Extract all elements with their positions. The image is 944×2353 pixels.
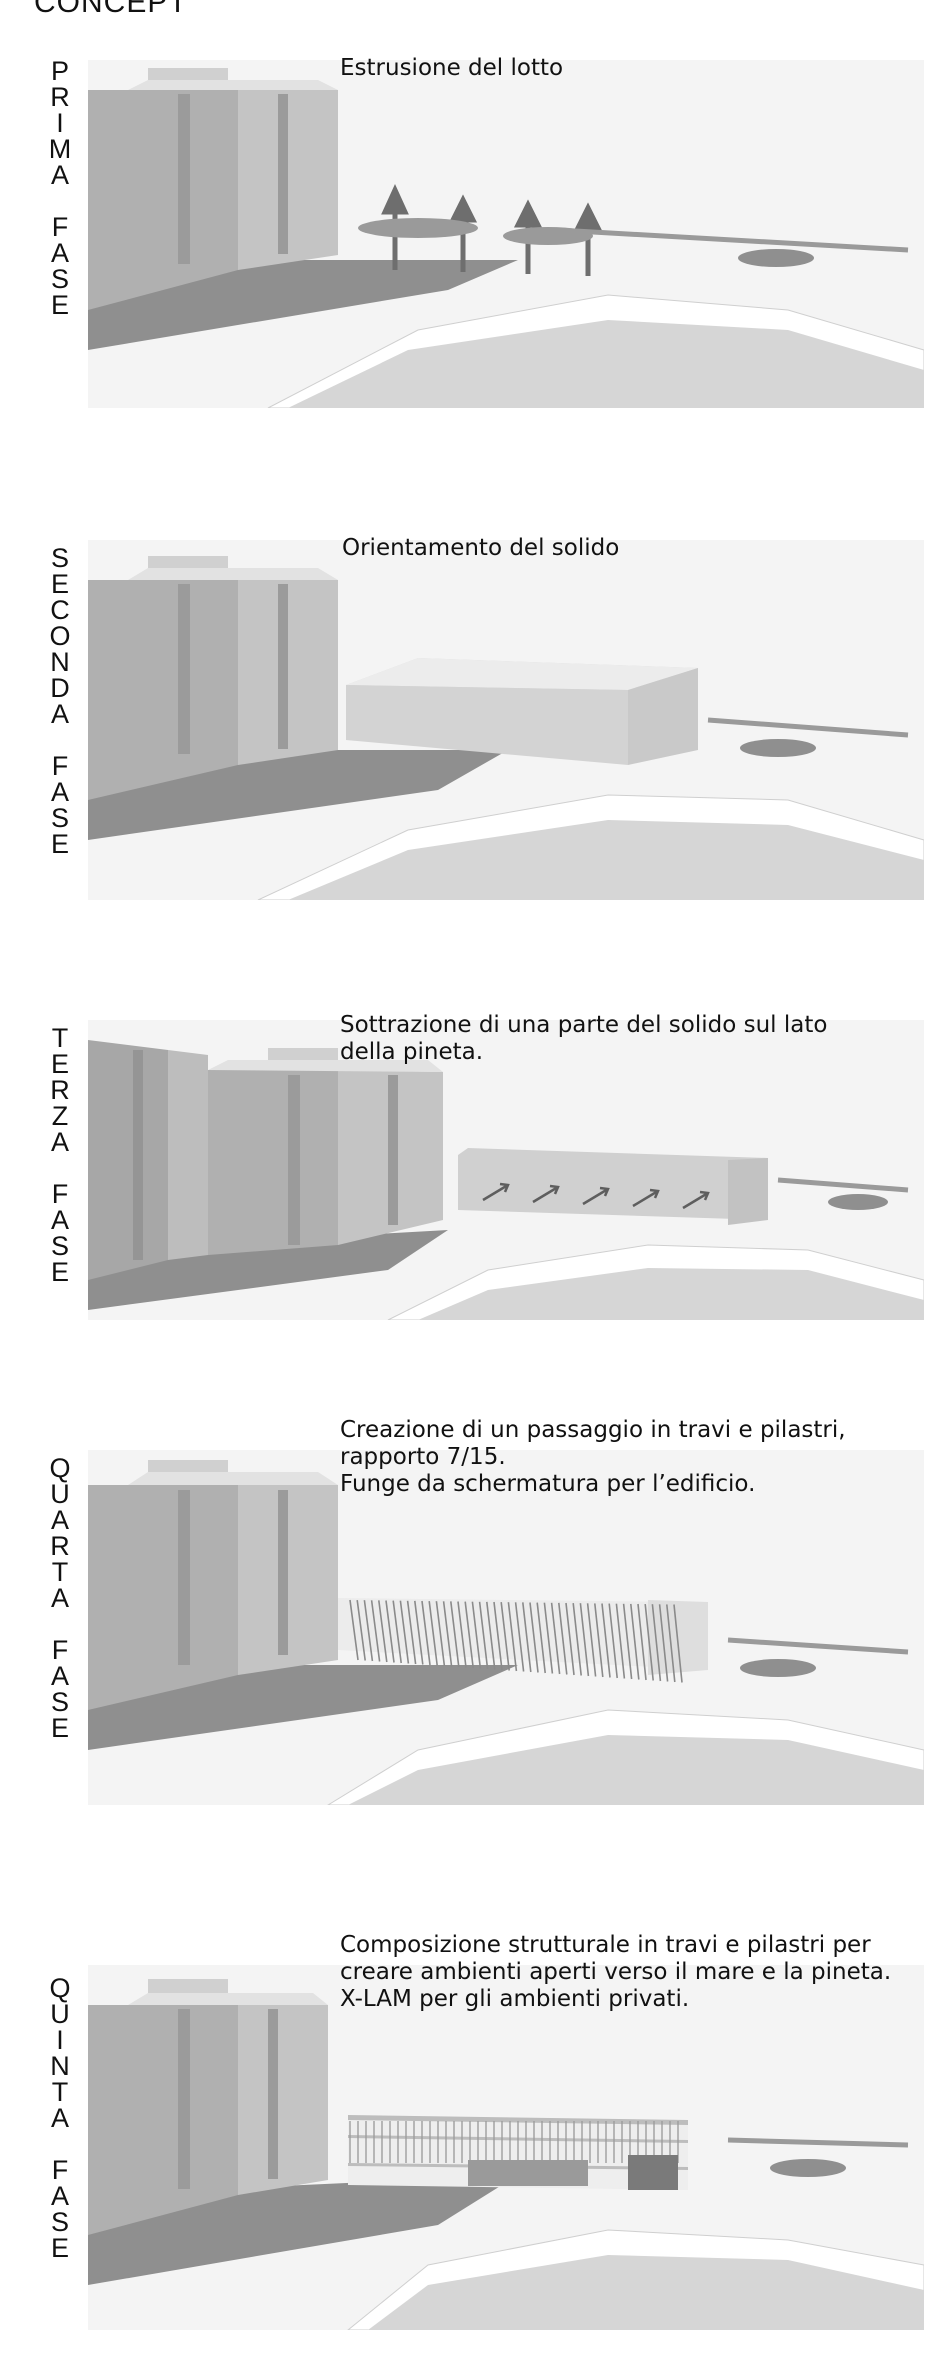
phase-5-letter: Q <box>49 1973 71 2003</box>
phase-1-label: P R I M A F A S E <box>46 56 74 320</box>
phase-2-letter: N <box>50 647 70 677</box>
phase-2-letter: C <box>50 595 70 625</box>
phase-1-render <box>88 60 924 408</box>
phase-3-letter: Z <box>51 1101 69 1131</box>
phase-3-letter: A <box>50 1127 69 1157</box>
phase-5-fase-letter: A <box>50 2181 69 2211</box>
phase-3-render <box>88 1020 924 1320</box>
phase-4-fase-letter: A <box>50 1661 69 1691</box>
phase-1-fase-letter: S <box>50 264 69 294</box>
phase-4-label: Q U A R T A F A S E <box>46 1453 74 1743</box>
phase-4-fase-letter: S <box>50 1687 69 1717</box>
phase-3-letter: R <box>50 1075 70 1105</box>
phase-1-letter: I <box>56 108 64 138</box>
phase-1-fase-letter: A <box>50 238 69 268</box>
phase-2-letter: O <box>49 621 71 651</box>
phase-2-fase-letter: E <box>50 829 69 859</box>
phase-5-label: Q U I N T A F A S E <box>46 1973 74 2263</box>
phase-4-letter: A <box>50 1583 69 1613</box>
phase-5-letter: N <box>50 2051 70 2081</box>
phase-5-render <box>88 1965 924 2330</box>
phase-2-letter: S <box>50 543 69 573</box>
phase-3: T E R Z A F A S E <box>0 1010 944 1320</box>
phase-4-letter: A <box>50 1505 69 1535</box>
phase-4-fase-letter: F <box>51 1635 69 1665</box>
phase-2-label: S E C O N D A F A S E <box>46 543 74 859</box>
phase-5-letter: A <box>50 2103 69 2133</box>
phase-1-caption: Estrusione del lotto <box>340 55 564 81</box>
phase-1-fase-letter: F <box>51 212 69 242</box>
phase-5-caption: Composizione strutturale in travi e pila… <box>340 1932 892 2012</box>
phase-5-letter: T <box>51 2077 69 2107</box>
phase-5-letter: U <box>50 1999 70 2029</box>
phase-3-fase-letter: S <box>50 1231 69 1261</box>
phase-5-fase-letter: S <box>50 2207 69 2237</box>
phase-3-label: T E R Z A F A S E <box>46 1023 74 1287</box>
phase-3-caption: Sottrazione di una parte del solido sul … <box>340 1012 828 1065</box>
phase-2: S E C O N D A F A S E <box>0 520 944 910</box>
phase-1-letter: A <box>50 160 69 190</box>
phase-2-render <box>88 540 924 900</box>
phase-3-letter: E <box>50 1049 69 1079</box>
phase-2-caption: Orientamento del solido <box>342 535 620 561</box>
phase-1: P R I M A F A S E <box>0 40 944 420</box>
phase-2-fase-letter: F <box>51 751 69 781</box>
phase-2-letter: A <box>50 699 69 729</box>
phase-4-letter: T <box>51 1557 69 1587</box>
phase-3-fase-letter: F <box>51 1179 69 1209</box>
phase-2-letter: D <box>50 673 70 703</box>
phase-1-letter: P <box>50 56 69 86</box>
phase-2-fase-letter: S <box>50 803 69 833</box>
phase-4-letter: R <box>50 1531 70 1561</box>
phase-5-fase-letter: E <box>50 2233 69 2263</box>
phase-4-letter: Q <box>49 1453 71 1483</box>
phase-4-caption: Creazione di un passaggio in travi e pil… <box>340 1417 846 1497</box>
phase-5: Q U I N T A F A S E <box>0 1910 944 2350</box>
phase-3-fase-letter: A <box>50 1205 69 1235</box>
phase-3-letter: T <box>51 1023 69 1053</box>
page-title: CONCEPT <box>34 0 188 19</box>
phase-5-fase-letter: F <box>51 2155 69 2185</box>
phase-1-letter: R <box>50 82 70 112</box>
phase-4-render <box>88 1450 924 1805</box>
phase-5-letter: I <box>56 2025 64 2055</box>
phase-4: Q U A R T A F A S E Creazione di <box>0 1417 944 1810</box>
phase-2-fase-letter: A <box>50 777 69 807</box>
phase-4-letter: U <box>50 1479 70 1509</box>
phase-4-fase-letter: E <box>50 1713 69 1743</box>
phase-1-fase-letter: E <box>50 290 69 320</box>
phase-2-letter: E <box>50 569 69 599</box>
phase-1-letter: M <box>48 134 72 164</box>
phase-3-fase-letter: E <box>50 1257 69 1287</box>
